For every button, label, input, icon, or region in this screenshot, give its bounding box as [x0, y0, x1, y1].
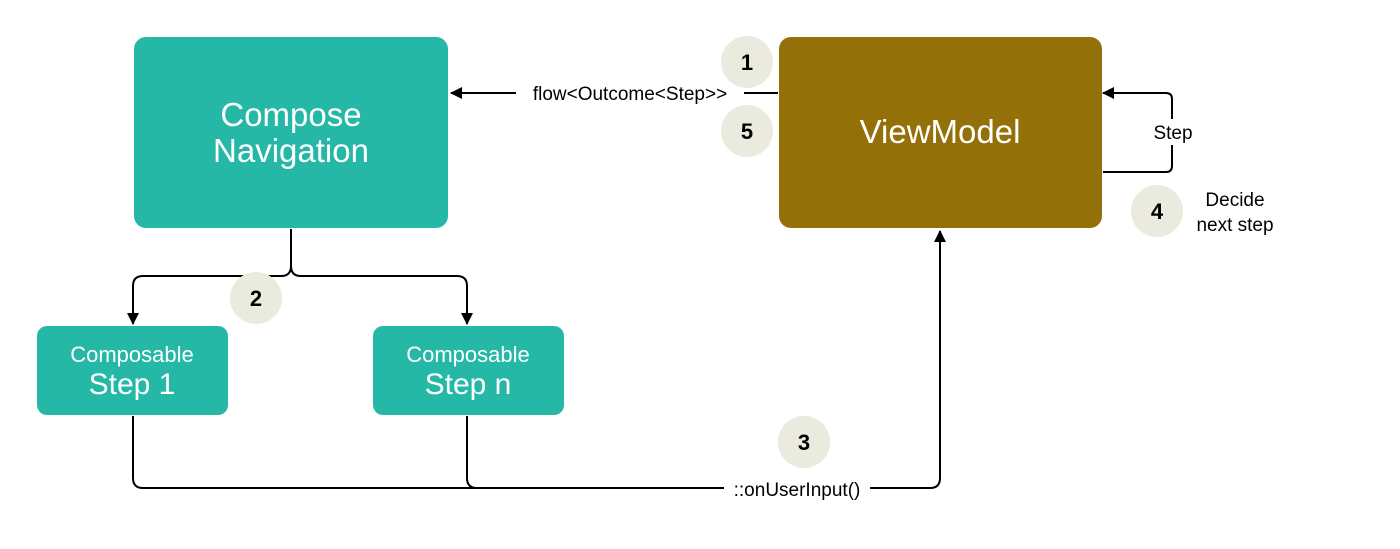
decide-note-line2: next step — [1196, 215, 1273, 236]
badge-4: 4 — [1131, 185, 1183, 237]
composable-step-n-box: Composable Step n — [373, 326, 564, 415]
badge-5-label: 5 — [741, 119, 753, 144]
step-1-line2: Step 1 — [89, 368, 176, 401]
badge-1-label: 1 — [741, 50, 753, 75]
badge-4-label: 4 — [1151, 199, 1164, 224]
view-model-label: ViewModel — [860, 113, 1021, 150]
step-loop-label: Step — [1153, 123, 1192, 144]
composable-step-1-box: Composable Step 1 — [37, 326, 228, 415]
compose-navigation-box: Compose Navigation — [134, 37, 448, 228]
nav-stem — [127, 229, 292, 325]
compose-navigation-line2: Navigation — [213, 132, 369, 169]
badge-3: 3 — [778, 416, 830, 468]
step-n-line1: Composable — [406, 342, 530, 367]
badge-3-label: 3 — [798, 430, 810, 455]
nav-branch-right — [290, 265, 473, 325]
badge-1: 1 — [721, 36, 773, 88]
flow-label: flow<Outcome<Step>> — [533, 84, 727, 105]
compose-navigation-line1: Compose — [220, 96, 361, 133]
step-1-line1: Composable — [70, 342, 194, 367]
user-input-label: ::onUserInput() — [734, 480, 861, 501]
decide-note-line1: Decide — [1205, 190, 1264, 211]
badge-2-label: 2 — [250, 286, 262, 311]
view-model-box: ViewModel — [779, 37, 1102, 228]
badge-2: 2 — [230, 272, 282, 324]
step1-input-line — [132, 416, 488, 489]
step-n-line2: Step n — [425, 368, 512, 401]
input-arrow — [466, 230, 946, 489]
badge-5: 5 — [721, 105, 773, 157]
